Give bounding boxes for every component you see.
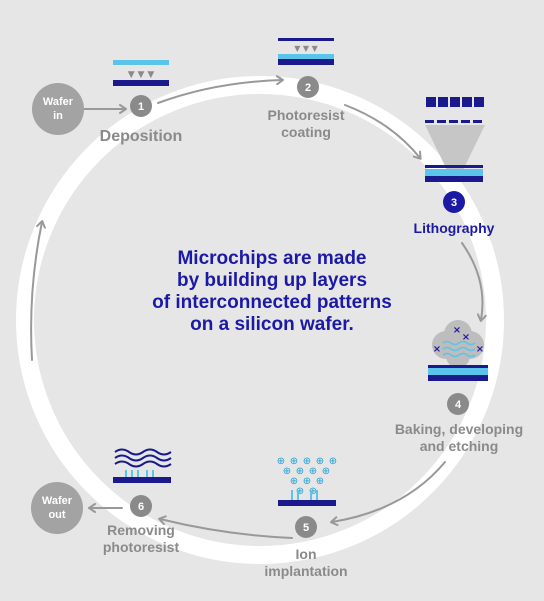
svg-text:⊕: ⊕ (303, 456, 311, 467)
svg-text:⊕: ⊕ (290, 456, 298, 467)
svg-text:▼ ▼ ▼: ▼ ▼ ▼ (128, 70, 155, 80)
svg-text:⊕: ⊕ (316, 476, 324, 487)
step-number-3: 3 (451, 197, 457, 209)
headline-line: by building up layers (176, 270, 368, 291)
step-number-2: 2 (305, 82, 311, 94)
wafer-out-badge (31, 482, 83, 534)
deposition-icon: ▼ ▼ ▼ (113, 60, 169, 86)
step-label-4-line2: and etching (419, 438, 499, 454)
wafer-out-label-line2: out (48, 509, 65, 521)
headline-line: Microchips are made (177, 248, 367, 269)
photoresist-coating-icon: ▼ ▼ ▼ (278, 38, 334, 65)
step-label-2-line2: coating (281, 124, 331, 140)
step-label-2-line1: Photoresist (267, 107, 345, 123)
cycle-arrows (30, 75, 487, 539)
step-number-4: 4 (455, 399, 462, 411)
svg-text:⊕: ⊕ (277, 456, 285, 467)
svg-text:▼ ▼ ▼: ▼ ▼ ▼ (294, 44, 318, 53)
wafer-in-label-line1: Wafer (43, 96, 74, 108)
step-label-4: Baking, developing and etching (384, 421, 534, 455)
wafer-in-badge (32, 83, 84, 135)
svg-text:×: × (453, 325, 461, 336)
step-badge-4: 4 (447, 393, 469, 415)
step-number-1: 1 (138, 101, 144, 113)
svg-text:×: × (433, 344, 441, 355)
svg-text:⊕: ⊕ (309, 466, 317, 477)
svg-text:⊕: ⊕ (303, 476, 311, 487)
svg-text:⊕: ⊕ (316, 456, 324, 467)
headline-line: of interconnected patterns (152, 292, 392, 313)
step-label-4-line1: Baking, developing (394, 421, 524, 437)
step-label-1: Deposition (81, 128, 201, 146)
arrow-4-to-5 (330, 461, 446, 527)
arrow-1-to-2 (157, 75, 284, 104)
step-label-6-line1: Removing (107, 522, 175, 538)
headline-line: on a silicon wafer. (190, 314, 354, 335)
svg-text:⊕: ⊕ (296, 466, 304, 477)
step-label-1-line1: Deposition (99, 128, 183, 145)
wafer-in-label-line2: in (53, 110, 63, 122)
step-label-6-line2: photoresist (102, 539, 180, 555)
step-badge-2: 2 (297, 76, 319, 98)
step-badge-5: 5 (295, 516, 317, 538)
baking-etching-icon: × × × × (428, 320, 488, 381)
arrow-left-loop (30, 220, 46, 361)
step-label-5-line2: implantation (264, 563, 348, 579)
svg-text:×: × (476, 344, 484, 355)
step-badge-3: 3 (443, 191, 465, 213)
arrow-2-to-3 (344, 104, 422, 160)
wafer-out-label-line1: Wafer (42, 495, 73, 507)
svg-text:⊕: ⊕ (322, 466, 330, 477)
svg-text:⊕: ⊕ (283, 466, 291, 477)
process-ring (16, 76, 504, 564)
svg-text:⊕: ⊕ (309, 486, 317, 497)
arrow-3-to-4 (461, 242, 487, 322)
ion-implantation-icon: ⊕⊕⊕⊕⊕ ⊕⊕⊕⊕ ⊕⊕⊕ ⊕⊕ (277, 456, 337, 506)
step-number-5: 5 (303, 522, 309, 534)
step-label-2: Photoresist coating (246, 107, 366, 141)
step-label-5-line1: Ion (295, 546, 317, 562)
step-badge-1: 1 (130, 95, 152, 117)
svg-text:⊕: ⊕ (290, 476, 298, 487)
lithography-icon (425, 97, 485, 182)
step-label-3: Lithography (394, 220, 514, 237)
svg-text:⊕: ⊕ (296, 486, 304, 497)
removing-photoresist-icon (113, 448, 172, 483)
step-label-3-line1: Lithography (413, 220, 495, 236)
step-badge-6: 6 (130, 495, 152, 517)
arrow-5-to-6 (158, 515, 293, 539)
step-label-5: Ion implantation (246, 546, 366, 580)
headline: Microchips are made by building up layer… (112, 248, 432, 336)
svg-text:×: × (462, 332, 470, 343)
step-number-6: 6 (138, 501, 144, 513)
svg-text:⊕: ⊕ (329, 456, 337, 467)
step-label-6: Removing photoresist (81, 522, 201, 556)
